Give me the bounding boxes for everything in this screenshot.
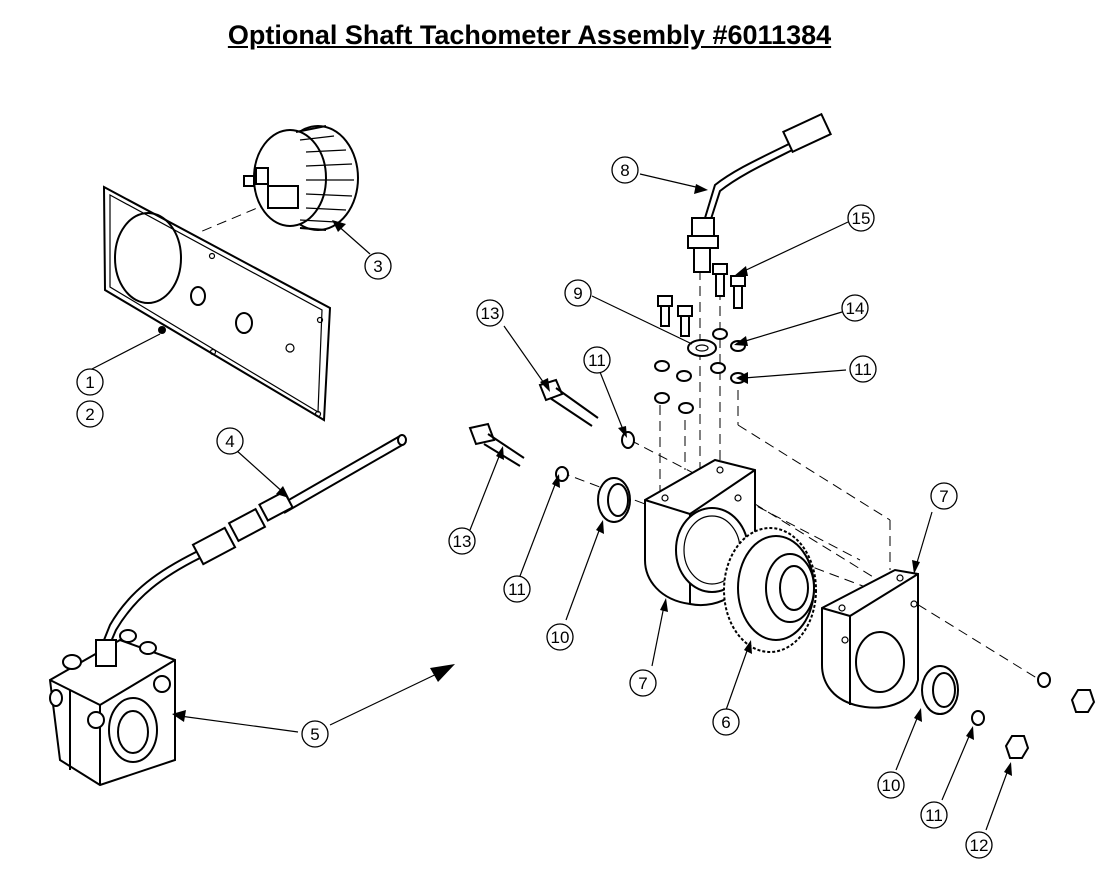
assembled-housing	[48, 629, 176, 787]
assembly-direction-arrow	[329, 664, 455, 726]
callout-8: 8	[611, 156, 639, 184]
callout-7-bottom: 7	[629, 669, 657, 697]
mounting-bracket-right	[821, 568, 919, 709]
tachometer-gauge	[243, 125, 359, 231]
callout-7-top-right: 7	[930, 482, 958, 510]
callout-3: 3	[364, 252, 392, 280]
callout-label: 6	[721, 713, 730, 732]
callout-4: 4	[216, 427, 244, 455]
callout-5: 5	[301, 720, 329, 748]
diagram-title: Optional Shaft Tachometer Assembly #6011…	[227, 20, 832, 50]
callout-label: 4	[225, 432, 234, 451]
callout-label: 15	[852, 209, 871, 228]
tone-gear	[723, 527, 817, 653]
callout-label: 8	[620, 161, 629, 180]
callout-6: 6	[712, 708, 740, 736]
callout-label: 2	[85, 405, 94, 424]
callout-label: 11	[854, 360, 872, 379]
callout-13-top: 13	[476, 299, 504, 327]
callout-label: 5	[310, 725, 319, 744]
callout-label: 1	[85, 373, 94, 392]
long-bolts	[468, 378, 599, 467]
panel-plate	[102, 185, 332, 422]
callout-12: 12	[965, 831, 993, 859]
callout-14: 14	[841, 294, 869, 322]
callout-label: 3	[373, 257, 382, 276]
callout-label: 10	[551, 628, 570, 647]
vertical-bolts	[657, 263, 746, 337]
callout-11-right: 11	[849, 355, 877, 383]
callout-2: 2	[76, 400, 104, 428]
callout-11-middle: 11	[503, 575, 531, 603]
washers	[555, 328, 1096, 759]
callout-1: 1	[76, 368, 104, 396]
callout-label: 11	[508, 580, 526, 599]
shaft-seals	[597, 477, 959, 715]
callout-label: 11	[925, 806, 943, 825]
sensor-cable	[103, 434, 407, 645]
callout-label: 9	[573, 284, 582, 303]
callout-label: 10	[882, 776, 901, 795]
callout-11-top: 11	[583, 346, 611, 374]
callout-10-left: 10	[546, 623, 574, 651]
callout-15: 15	[847, 204, 875, 232]
leader-lines	[89, 173, 1012, 831]
callout-label: 7	[939, 487, 948, 506]
callout-label: 12	[970, 836, 989, 855]
callout-10-right: 10	[877, 771, 905, 799]
callout-label: 13	[481, 304, 500, 323]
callout-11-bottom: 11	[920, 801, 948, 829]
callout-label: 7	[638, 674, 647, 693]
speed-sensor	[687, 112, 833, 273]
callout-label: 14	[846, 299, 865, 318]
callout-13-bottom: 13	[448, 527, 476, 555]
callout-label: 11	[588, 351, 606, 370]
callout-9: 9	[564, 279, 592, 307]
callout-label: 13	[453, 532, 472, 551]
